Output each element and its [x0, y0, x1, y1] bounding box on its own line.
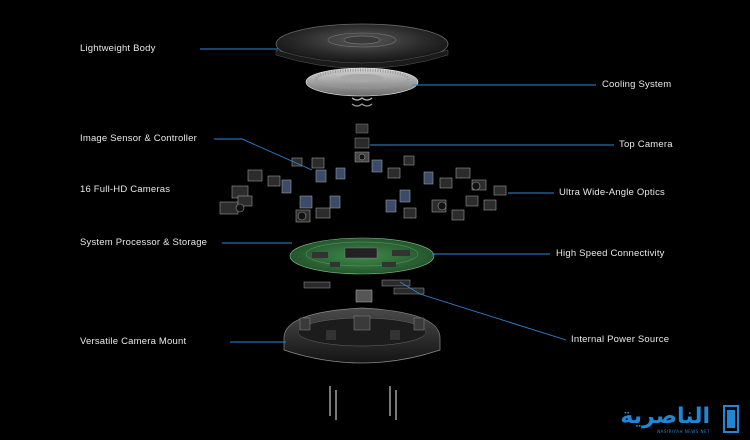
label-16-full-hd-cameras: 16 Full-HD Cameras: [80, 184, 171, 195]
camera-mount-part: [283, 307, 441, 364]
leader-lines: [200, 48, 614, 343]
label-image-sensor-controller: Image Sensor & Controller: [80, 133, 197, 144]
mount-screws: [329, 386, 397, 420]
lightweight-body-part: [275, 23, 449, 69]
power-source-part: [303, 279, 425, 303]
label-top-camera: Top Camera: [619, 139, 673, 150]
cameras-ring-part: [219, 155, 507, 223]
label-system-processor-storage: System Processor & Storage: [80, 237, 208, 248]
label-cooling-system: Cooling System: [602, 79, 672, 90]
watermark-logo: الناصرية NASIRIYAH NEWS NET: [620, 402, 744, 436]
label-internal-power-source: Internal Power Source: [571, 334, 670, 345]
watermark-emblem-icon: [723, 405, 739, 433]
cooling-system-part: [305, 67, 419, 107]
watermark-subtitle: NASIRIYAH NEWS NET: [657, 429, 710, 434]
watermark-text: الناصرية: [620, 404, 710, 429]
top-camera-part: [354, 123, 370, 163]
label-versatile-camera-mount: Versatile Camera Mount: [80, 336, 187, 347]
system-processor-pcb-part: [289, 237, 435, 275]
label-high-speed-connectivity: High Speed Connectivity: [556, 248, 665, 259]
label-lightweight-body: Lightweight Body: [80, 43, 156, 54]
label-ultra-wide-angle-optics: Ultra Wide-Angle Optics: [559, 187, 665, 198]
